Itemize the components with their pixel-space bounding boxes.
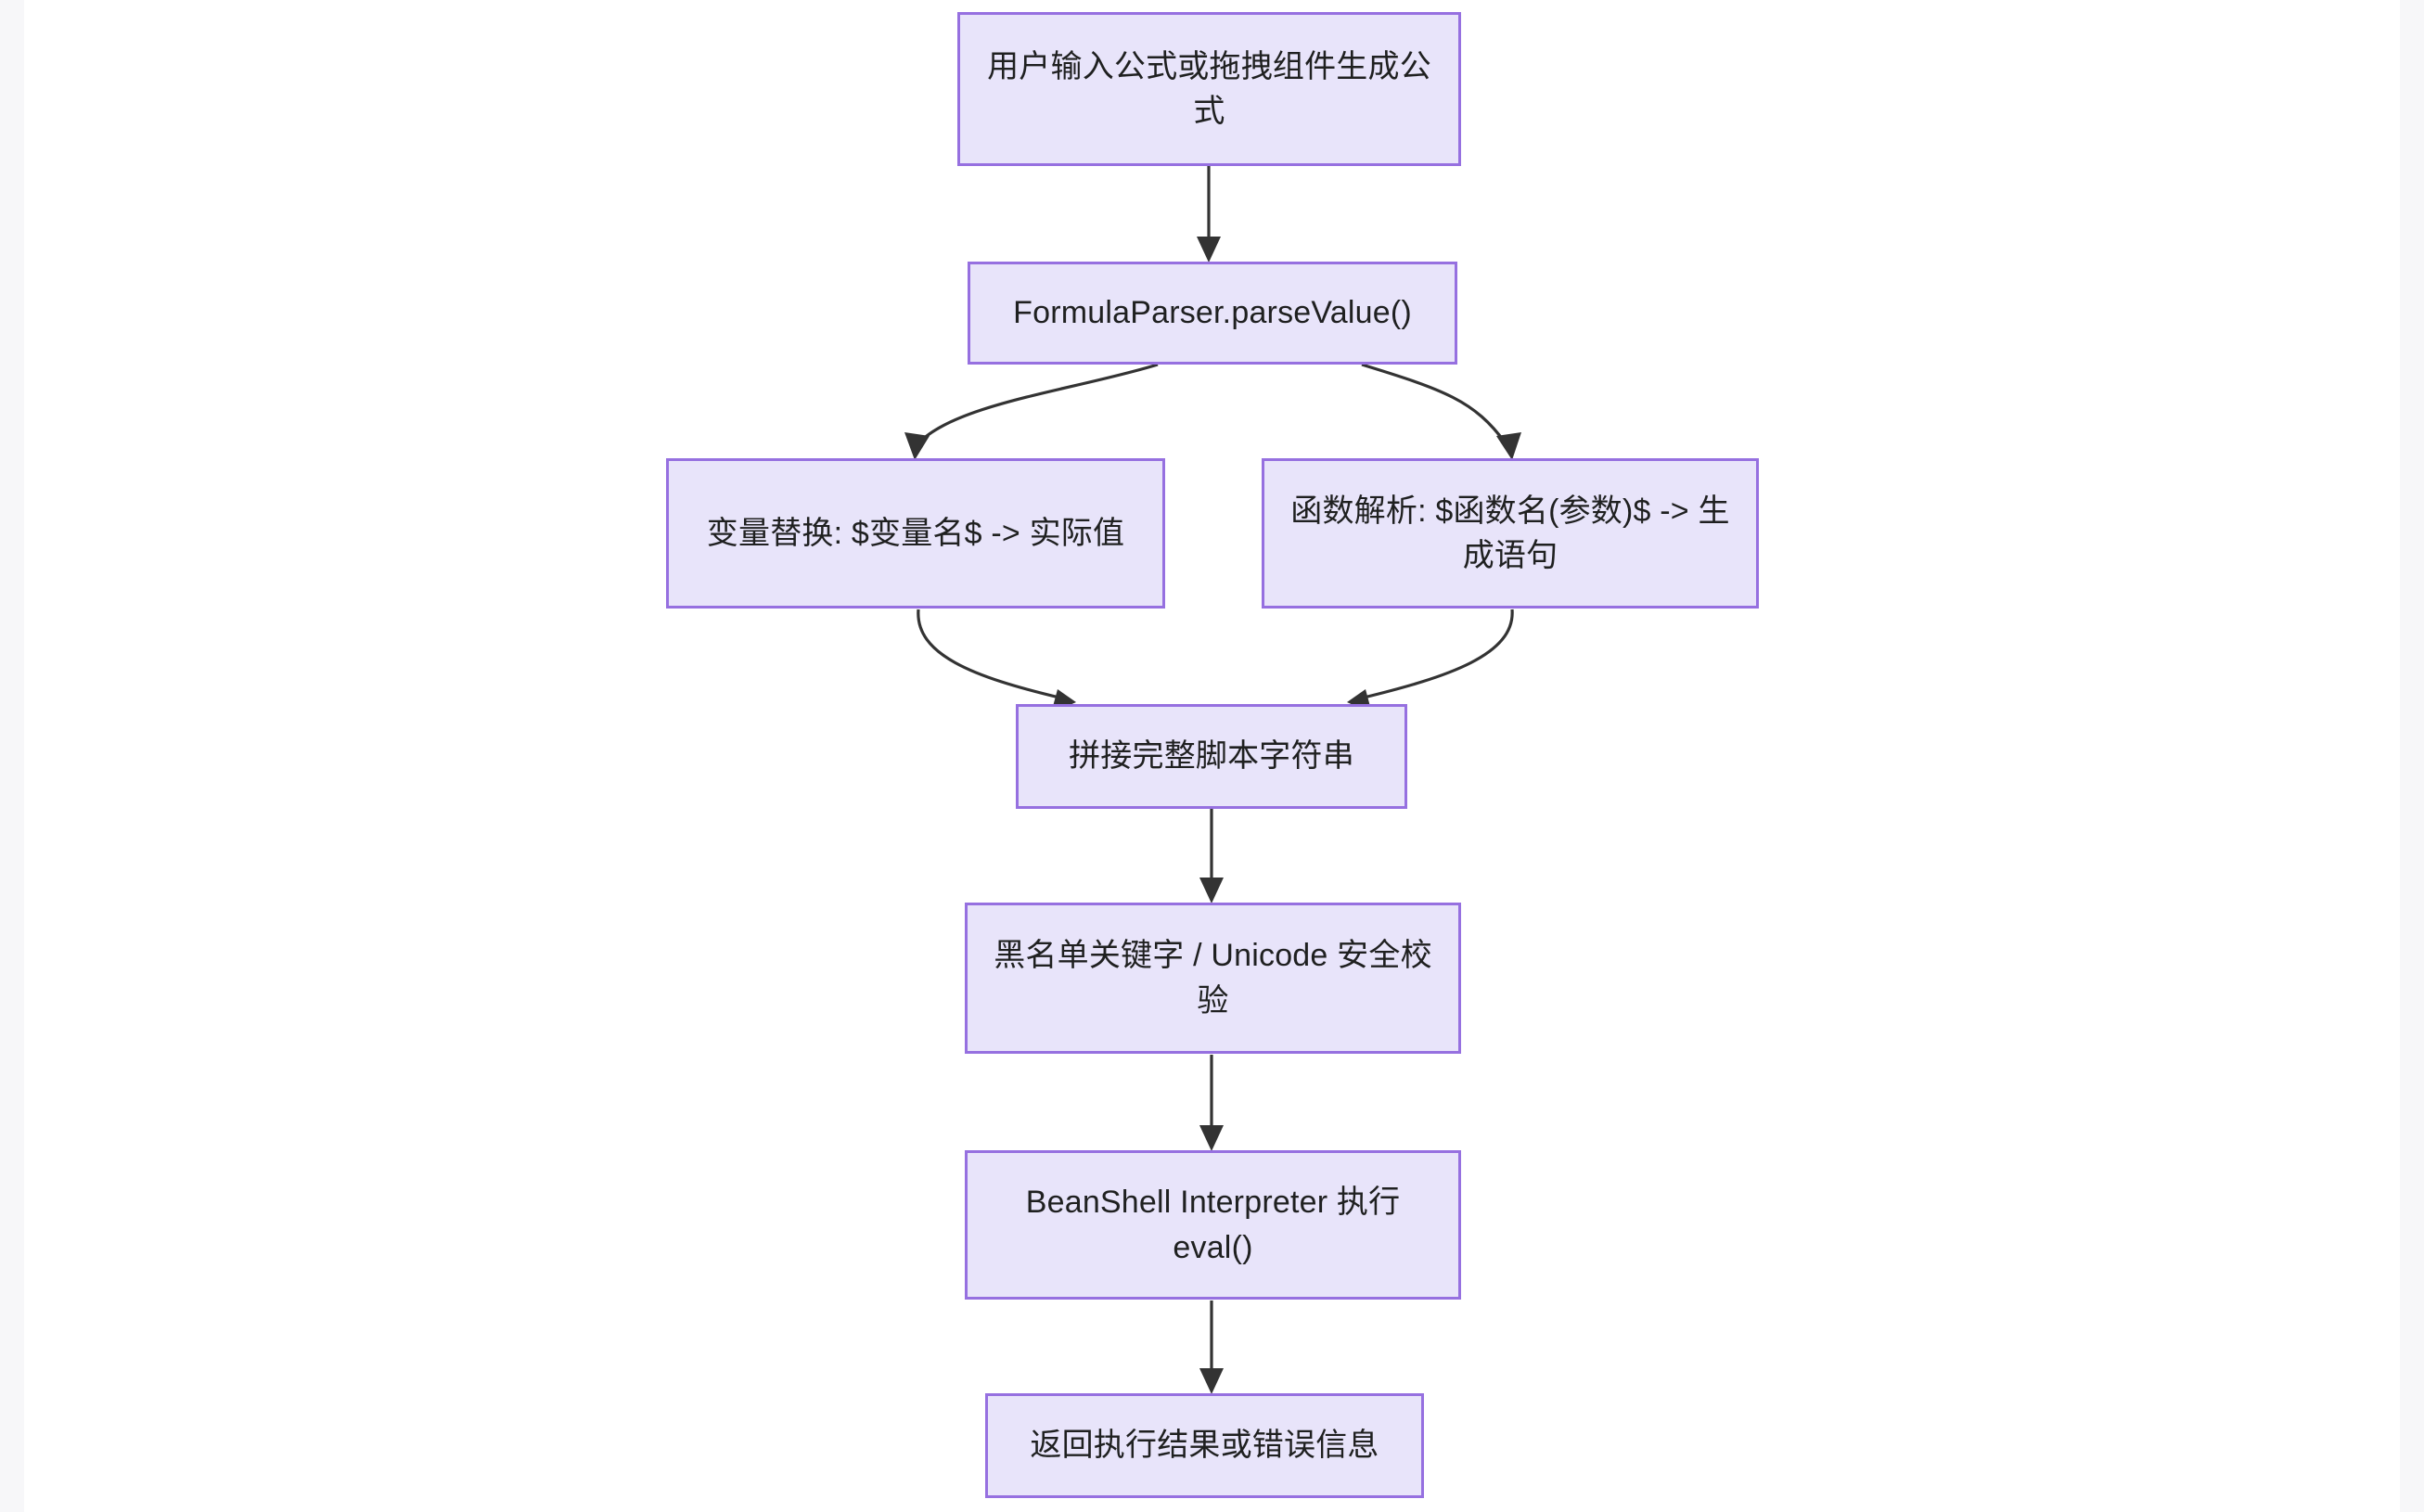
edge-concat-to-security [1199, 809, 1224, 903]
node-user-input-formula[interactable]: 用户输入公式或拖拽组件生成公式 [957, 12, 1461, 166]
node-variable-substitution[interactable]: 变量替换: $变量名$ -> 实际值 [666, 458, 1165, 609]
edge-parser-to-function [1361, 363, 1521, 460]
node-label: FormulaParser.parseValue() [1013, 295, 1412, 331]
node-label: 函数解析: $函数名(参数)$ -> 生成语句 [1290, 493, 1730, 573]
node-concat-script-string[interactable]: 拼接完整脚本字符串 [1016, 704, 1407, 809]
node-label: BeanShell Interpreter 执行 eval() [1025, 1185, 1401, 1265]
edge-security-to-beanshell [1199, 1055, 1224, 1151]
node-label: 黑名单关键字 / Unicode 安全校验 [994, 938, 1432, 1019]
node-label: 返回执行结果或错误信息 [1030, 1428, 1379, 1464]
node-security-validation[interactable]: 黑名单关键字 / Unicode 安全校验 [965, 903, 1461, 1054]
node-return-result-or-error[interactable]: 返回执行结果或错误信息 [985, 1393, 1424, 1498]
node-function-parsing[interactable]: 函数解析: $函数名(参数)$ -> 生成语句 [1262, 458, 1759, 609]
node-label: 变量替换: $变量名$ -> 实际值 [706, 515, 1125, 551]
node-formula-parser-parsevalue[interactable]: FormulaParser.parseValue() [968, 262, 1457, 365]
edge-variable-to-concat [917, 609, 1076, 713]
edge-function-to-concat [1347, 609, 1514, 713]
edge-beanshell-to-result [1199, 1301, 1224, 1394]
node-label: 拼接完整脚本字符串 [1069, 738, 1354, 775]
edge-parser-to-variable [904, 363, 1159, 460]
edge-input-to-parser [1197, 166, 1221, 263]
node-beanshell-eval[interactable]: BeanShell Interpreter 执行 eval() [965, 1150, 1461, 1300]
node-label: 用户输入公式或拖拽组件生成公式 [987, 48, 1431, 129]
